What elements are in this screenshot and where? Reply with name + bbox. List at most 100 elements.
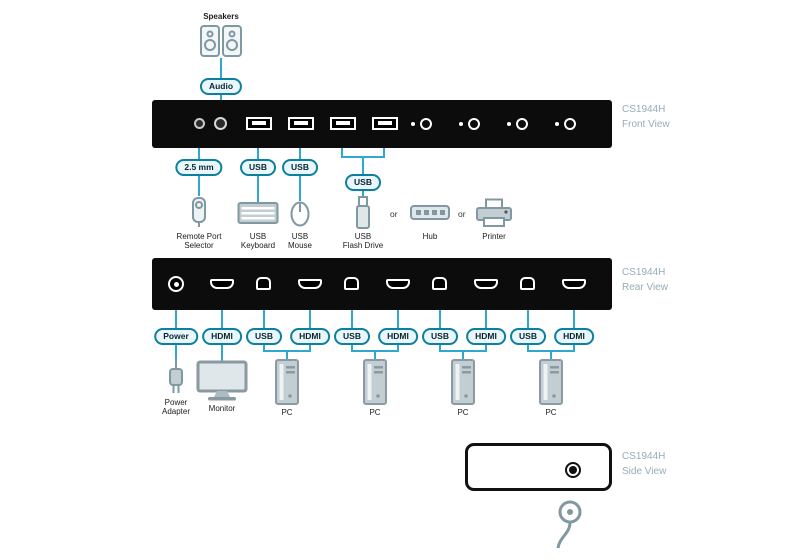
hdmi-port <box>298 279 322 289</box>
connector-line <box>221 340 223 362</box>
port-select-button <box>516 118 528 130</box>
audio-pill: Audio <box>199 78 243 95</box>
rear-view-label: CS1944H Rear View <box>622 267 668 293</box>
usb-mouse-label: Mouse <box>287 241 313 250</box>
usb-b-port <box>344 277 359 290</box>
connector-line <box>263 310 265 328</box>
connector-line <box>351 340 353 352</box>
speakers-label: Speakers <box>203 12 239 21</box>
connector-line <box>439 310 441 328</box>
side-view-label: CS1944H Side View <box>622 451 667 477</box>
usb-keyboard-label: Keyboard <box>240 241 276 250</box>
port-select-button <box>420 118 432 130</box>
usb-b-port <box>256 277 271 290</box>
audio-jack-port <box>214 117 227 130</box>
connector-line <box>573 310 575 328</box>
monitor-label: Monitor <box>208 404 236 413</box>
connector-line <box>462 350 464 362</box>
hdmi-pill: HDMI <box>554 328 594 345</box>
connector-line <box>527 310 529 328</box>
front-view-label: CS1944H Front View <box>622 104 670 130</box>
port-led <box>459 122 463 126</box>
power-adapter-label: Adapter <box>161 407 191 416</box>
usb-mouse-icon <box>290 201 310 227</box>
usb-pill: USB <box>510 328 546 345</box>
jack-25mm-pill: 2.5 mm <box>175 159 223 176</box>
hdmi-port <box>474 279 498 289</box>
connector-line <box>485 340 487 352</box>
pc-label: PC <box>545 408 557 417</box>
connector-line <box>550 350 552 362</box>
connector-line <box>439 340 441 352</box>
usb-a-port <box>330 117 356 130</box>
hdmi-port <box>386 279 410 289</box>
security-slot-port <box>565 462 581 478</box>
usb-b-port <box>432 277 447 290</box>
lock-cable-icon <box>556 500 582 549</box>
usb-pill: USB <box>240 159 276 176</box>
pc-label: PC <box>281 408 293 417</box>
connector-line <box>341 148 343 158</box>
usb-keyboard-label: USB <box>249 232 267 241</box>
usb-pill: USB <box>422 328 458 345</box>
connector-line <box>383 148 385 158</box>
connector-line <box>397 310 399 328</box>
connector-line <box>374 350 376 362</box>
usb-pill: USB <box>345 174 381 191</box>
usb-b-port <box>520 277 535 290</box>
hdmi-pill: HDMI <box>466 328 506 345</box>
usb-a-port <box>372 117 398 130</box>
hdmi-pill: HDMI <box>290 328 330 345</box>
port-select-button <box>468 118 480 130</box>
usb-flash-label: Flash Drive <box>342 241 384 250</box>
usb-mouse-label: USB <box>291 232 309 241</box>
connector-line <box>309 340 311 352</box>
connector-line <box>573 340 575 352</box>
hub-label: Hub <box>422 232 438 241</box>
hdmi-port <box>562 279 586 289</box>
pc-icon <box>363 359 387 405</box>
remote-port-selector-icon <box>192 197 206 227</box>
pc-icon <box>451 359 475 405</box>
pc-icon <box>275 359 299 405</box>
speakers-icon <box>200 25 242 57</box>
pc-label: PC <box>457 408 469 417</box>
usb-a-port <box>288 117 314 130</box>
usb-pill: USB <box>246 328 282 345</box>
printer-icon <box>476 198 512 227</box>
hdmi-pill: HDMI <box>202 328 242 345</box>
port-led <box>411 122 415 126</box>
connector-line <box>351 310 353 328</box>
remote-jack-port <box>194 118 205 129</box>
usb-a-port <box>246 117 272 130</box>
power-jack-port <box>168 276 184 292</box>
connector-line <box>309 310 311 328</box>
or-text: or <box>458 209 466 219</box>
port-select-button <box>564 118 576 130</box>
hdmi-port <box>210 279 234 289</box>
usb-flash-label: USB <box>354 232 372 241</box>
power-adapter-label: Power <box>164 398 188 407</box>
remote-selector-label: Selector <box>184 241 214 250</box>
connector-line <box>175 310 177 328</box>
power-adapter-icon <box>169 360 183 393</box>
rear-panel <box>152 258 612 310</box>
pc-label: PC <box>369 408 381 417</box>
connector-line <box>221 310 223 328</box>
monitor-icon <box>196 360 248 401</box>
usb-keyboard-icon <box>237 202 279 224</box>
port-led <box>507 122 511 126</box>
usb-pill: USB <box>282 159 318 176</box>
or-text: or <box>390 209 398 219</box>
connector-line <box>175 340 177 362</box>
printer-label: Printer <box>482 232 506 241</box>
usb-flash-drive-icon <box>356 196 370 229</box>
pc-icon <box>539 359 563 405</box>
power-pill: Power <box>154 328 198 345</box>
connector-line <box>485 310 487 328</box>
side-panel <box>465 443 612 491</box>
connector-line <box>286 350 288 362</box>
front-panel <box>152 100 612 148</box>
port-led <box>555 122 559 126</box>
remote-selector-label: Remote Port <box>176 232 222 241</box>
